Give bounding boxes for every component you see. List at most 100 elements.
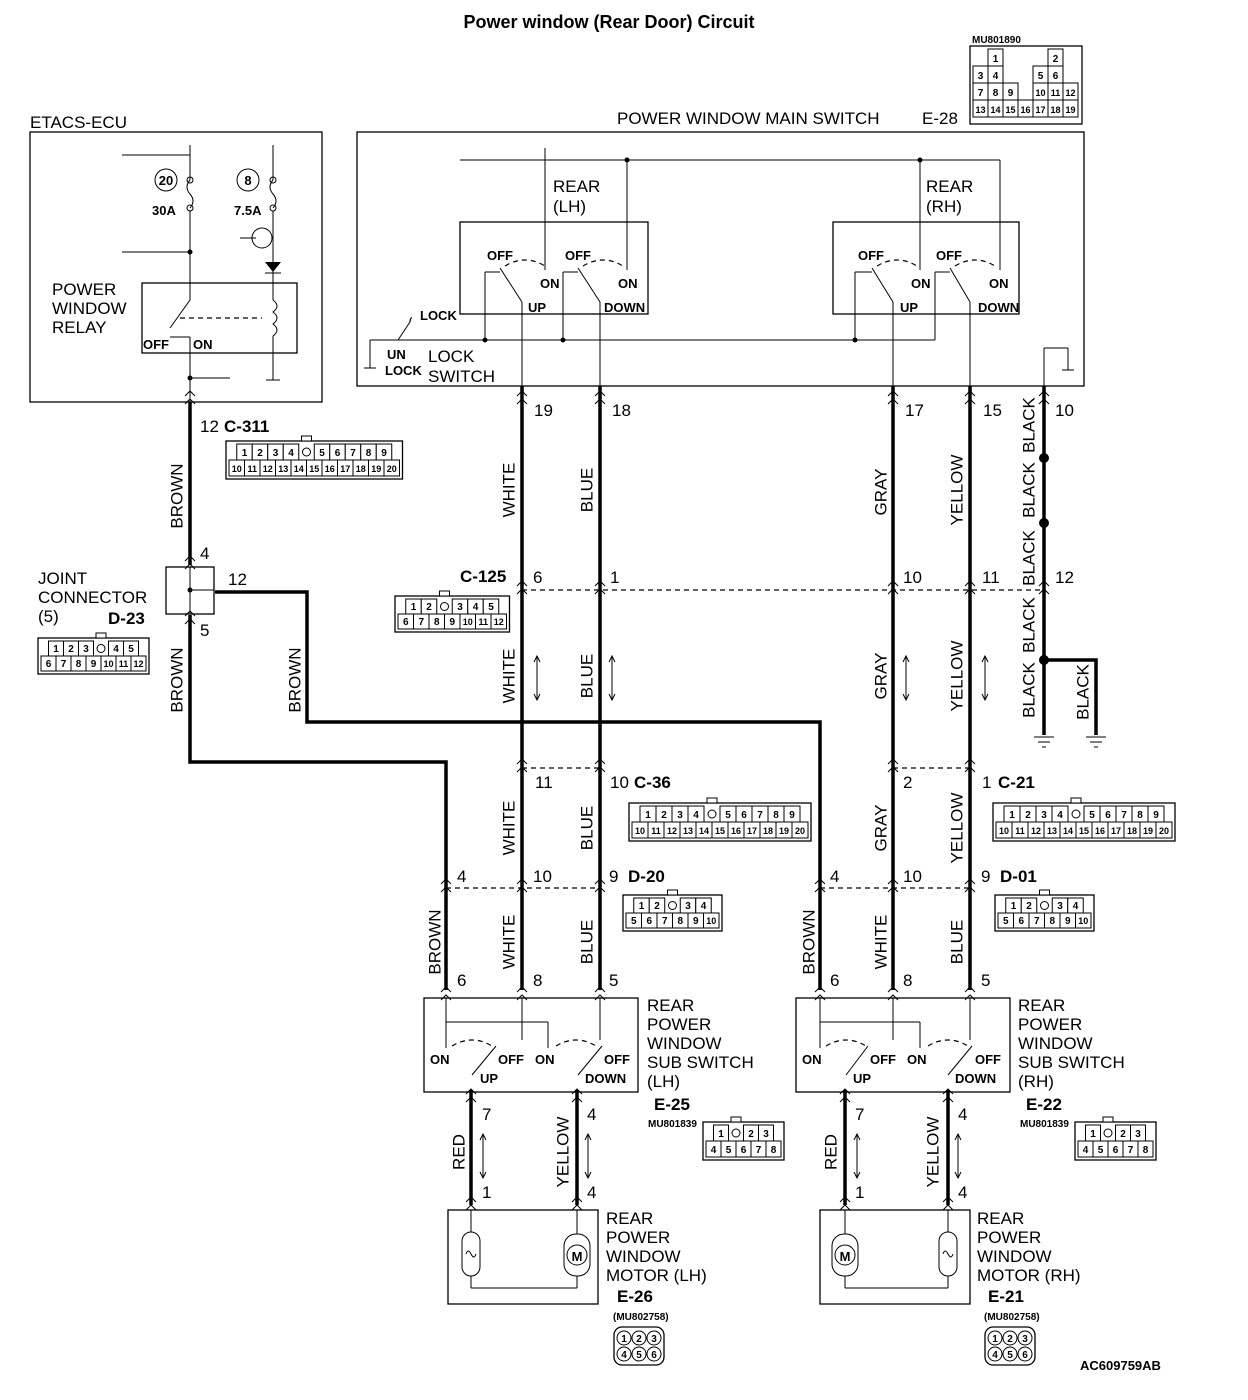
- subrh-up: UP: [853, 1071, 871, 1086]
- rh-up-label: UP: [900, 300, 918, 315]
- subrh-up-off: OFF: [870, 1052, 896, 1067]
- e28-pin-label: 17: [1035, 105, 1045, 115]
- sublh-up: UP: [480, 1071, 498, 1086]
- connector-pin-label: 8: [1137, 810, 1143, 821]
- e28-pin-label: 12: [1065, 88, 1075, 98]
- connector-chevron-icon: [440, 878, 452, 893]
- subrh-up-on: ON: [802, 1052, 822, 1067]
- connector-pin-label: 2: [1025, 810, 1031, 821]
- pin-subrh-5: 5: [981, 971, 990, 990]
- lock-label: LOCK: [420, 308, 457, 323]
- connector-pin-label: 20: [387, 464, 397, 474]
- connector-pin-label: 17: [747, 826, 757, 836]
- connector-latch-icon: [96, 644, 106, 653]
- wire-label-brown: BROWN: [167, 647, 186, 712]
- connector-pin-label: 6: [1018, 916, 1024, 927]
- rear-rh-label-1: REAR: [926, 177, 973, 196]
- connector-pin-label: 12: [494, 617, 504, 627]
- relay-box: [141, 282, 298, 354]
- motorrh-label-4: MOTOR (RH): [977, 1266, 1081, 1285]
- connector-chevron-icon: [887, 758, 899, 773]
- connector-pin-label: 11: [1015, 826, 1025, 836]
- e26-part: (MU802758): [613, 1312, 669, 1323]
- pin-motorrh-1: 1: [855, 1183, 864, 1202]
- rh-up-on-label: ON: [911, 276, 931, 291]
- connector-pin-label: 2: [1120, 1129, 1126, 1140]
- motor-lh-box: [447, 1209, 599, 1305]
- lh-up-off-label: OFF: [487, 248, 513, 263]
- pin-sublh-5: 5: [609, 971, 618, 990]
- connector-pin-cell: [703, 912, 720, 929]
- connector-pin-label: 6: [403, 617, 409, 628]
- connector-pin-label: 8: [76, 659, 82, 670]
- connector-pin-label: 13: [1047, 826, 1057, 836]
- wire-label-blue: BLUE: [577, 654, 596, 698]
- motor-rh-icon: [834, 1244, 856, 1266]
- sublh-up-on: ON: [430, 1052, 450, 1067]
- e28-pin-label: 15: [1005, 105, 1015, 115]
- subrh-label-2: POWER: [1018, 1015, 1082, 1034]
- d23-code: D-23: [108, 609, 145, 628]
- fuse-8-amp: 7.5A: [234, 203, 262, 218]
- connector-pin-label: 1: [242, 448, 248, 459]
- pin-main-10: 10: [1055, 401, 1074, 420]
- wire-label-brown: BROWN: [799, 909, 818, 974]
- subrh-down-off: OFF: [975, 1052, 1001, 1067]
- subrh-label-3: WINDOW: [1018, 1034, 1093, 1053]
- connector-chevron-icon: [594, 390, 606, 405]
- connector-pin-cell: [1017, 1346, 1033, 1362]
- motorlh-label-3: WINDOW: [606, 1247, 681, 1266]
- connector-pin-label: 2: [1026, 901, 1032, 912]
- connector-pin-label: 3: [677, 810, 683, 821]
- connector-pin-cell: [987, 1330, 1003, 1346]
- connector-pin-label: 4: [1083, 1145, 1089, 1156]
- footer-code: AC609759AB: [1080, 1358, 1161, 1373]
- connector-pin-cell: [1155, 821, 1173, 839]
- wire-label-white: WHITE: [499, 463, 518, 518]
- pin-joint-4: 4: [200, 544, 209, 563]
- double-arrow-icon: [954, 1132, 962, 1180]
- connector-pin-cell: [791, 821, 809, 839]
- wire-label-black: BLACK: [1019, 396, 1038, 452]
- wire-label-brown: BROWN: [167, 463, 186, 528]
- connector-pin-label: 1: [1090, 1129, 1096, 1140]
- connector-pin-label: 2: [654, 901, 660, 912]
- sublh-up-off: OFF: [498, 1052, 524, 1067]
- connector-pin-label: 15: [715, 826, 725, 836]
- d01-code: D-01: [1000, 867, 1037, 886]
- connector-pin-label: 6: [646, 916, 652, 927]
- e28-pin-label: 18: [1050, 105, 1060, 115]
- connector-pin-cell: [616, 1330, 632, 1346]
- connector-pin-cell: [1075, 912, 1092, 929]
- e28-pin-label: 10: [1035, 88, 1045, 98]
- e21-code: E-21: [988, 1287, 1024, 1306]
- fuse-20-amp: 30A: [152, 203, 176, 218]
- connector-pin-label: 3: [83, 644, 89, 655]
- wire-label-blue: BLUE: [577, 468, 596, 512]
- pin-d20-9: 9: [609, 867, 618, 886]
- fuse-20-number: 20: [159, 173, 173, 188]
- connector-pin-label: 16: [325, 464, 335, 474]
- connector-pin-label: 7: [418, 617, 424, 628]
- connector-latch-icon: [1040, 901, 1049, 910]
- connector-pin-label: 8: [677, 916, 683, 927]
- joint-label-1: JOINT: [38, 569, 87, 588]
- pin-joint-5: 5: [200, 621, 209, 640]
- connector-pin-label: 10: [706, 916, 716, 926]
- rear-power-window-motor-lh: M REAR POWER WINDOW MOTOR (LH) E-26 (MU8…: [447, 1209, 707, 1323]
- wire-label-white: WHITE: [499, 801, 518, 856]
- connector-pin-label: 5: [725, 810, 731, 821]
- diagram-title: Power window (Rear Door) Circuit: [463, 12, 754, 32]
- connector-pin-label: 10: [999, 826, 1009, 836]
- joint-label-2: CONNECTOR: [38, 588, 147, 607]
- relay-on-label: ON: [193, 337, 213, 352]
- pin-c125-1: 1: [610, 568, 619, 587]
- motorlh-label-1: REAR: [606, 1209, 653, 1228]
- rear-rh-label-2: (RH): [926, 197, 962, 216]
- connector-pin-label: 18: [1127, 826, 1137, 836]
- fuse-20-marker: [154, 168, 178, 192]
- wire-label-black: BLACK: [1019, 661, 1038, 717]
- connector-pin-label: 6: [1113, 1145, 1119, 1156]
